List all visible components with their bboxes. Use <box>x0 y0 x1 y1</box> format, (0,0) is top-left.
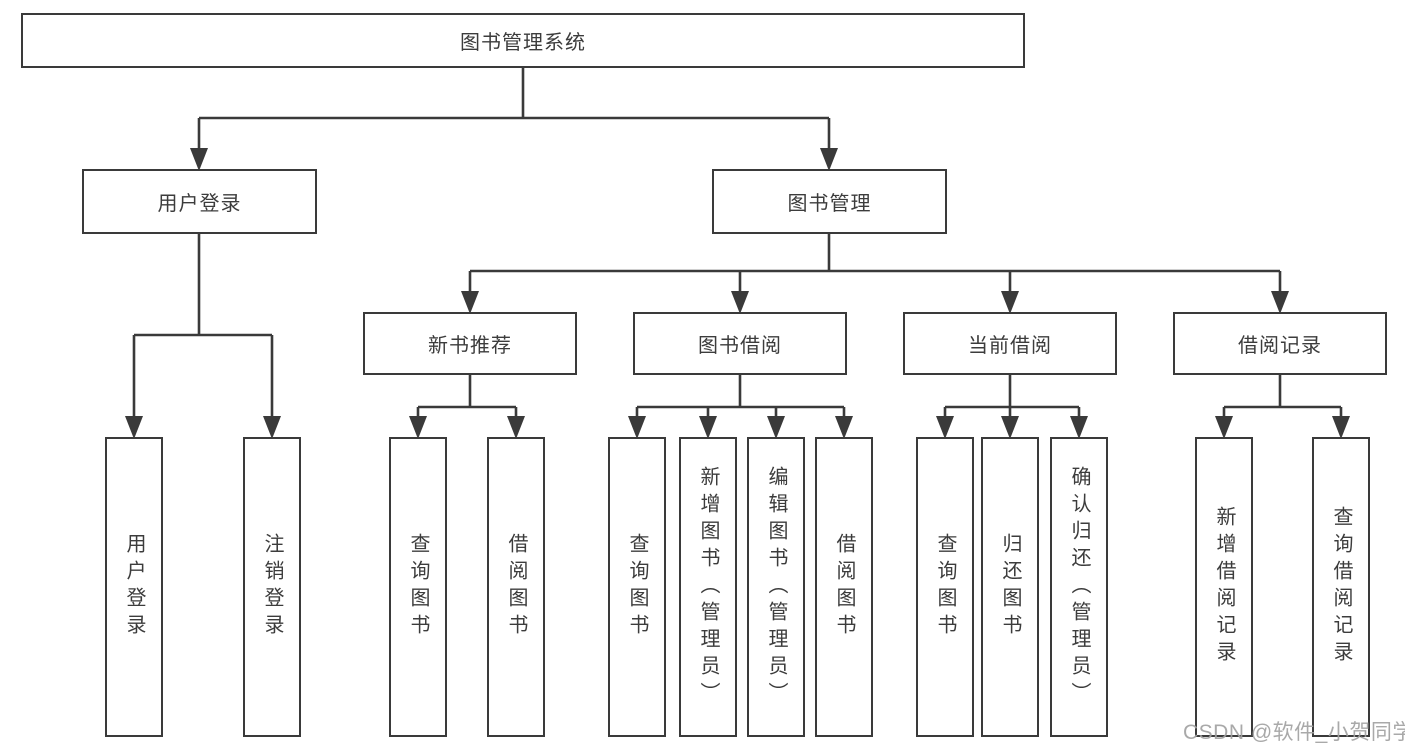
node-leaf-logout: 注销登录 <box>243 437 301 737</box>
edge-line <box>416 375 518 417</box>
edge-root-to-level2 <box>190 68 838 171</box>
edge-book-management-to-level3 <box>461 234 1289 314</box>
edge-borrow-records-to-children <box>1215 375 1350 439</box>
node-user-login: 用户登录 <box>82 169 317 234</box>
edge-book-borrow-to-children <box>628 375 853 439</box>
node-label: 借阅图书 <box>505 533 527 641</box>
edge-line <box>943 375 1081 417</box>
edge-current-borrow-to-children <box>936 375 1088 439</box>
node-borrow-query-books: 查询图书 <box>608 437 666 737</box>
node-new-book-recommend: 新书推荐 <box>363 312 577 375</box>
node-label: 查询图书 <box>626 533 648 641</box>
arrowhead-icon <box>767 416 785 439</box>
arrowhead-icon <box>263 416 281 439</box>
node-recommend-query-books: 查询图书 <box>389 437 447 737</box>
arrowhead-icon <box>1001 416 1019 439</box>
arrowhead-icon <box>1215 416 1233 439</box>
node-records-add-record: 新增借阅记录 <box>1195 437 1253 737</box>
arrowhead-icon <box>1332 416 1350 439</box>
node-label: 注销登录 <box>261 533 283 641</box>
arrowhead-icon <box>507 416 525 439</box>
arrowhead-icon <box>1070 416 1088 439</box>
node-label: 查询借阅记录 <box>1330 506 1352 668</box>
node-current-return-books: 归还图书 <box>981 437 1039 737</box>
node-leaf-user-login: 用户登录 <box>105 437 163 737</box>
arrowhead-icon <box>835 416 853 439</box>
edge-line <box>197 68 831 150</box>
node-borrow-add-books-admin: 新增图书（管理员） <box>679 437 737 737</box>
node-recommend-borrow-books: 借阅图书 <box>487 437 545 737</box>
node-label: 借阅图书 <box>833 533 855 641</box>
node-label: 查询图书 <box>407 533 429 641</box>
node-borrow-records: 借阅记录 <box>1173 312 1387 375</box>
arrowhead-icon <box>190 148 208 171</box>
csdn-watermark: CSDN @软件_小贺同学 <box>1183 721 1405 744</box>
node-label: 新增图书（管理员） <box>697 465 719 709</box>
arrowhead-icon <box>936 416 954 439</box>
node-current-borrow: 当前借阅 <box>903 312 1117 375</box>
node-borrow-borrow-books: 借阅图书 <box>815 437 873 737</box>
arrowhead-icon <box>461 291 479 314</box>
arrowhead-icon <box>409 416 427 439</box>
node-label: 确认归还（管理员） <box>1068 465 1090 709</box>
edge-line <box>132 234 274 417</box>
node-current-confirm-return-admin: 确认归还（管理员） <box>1050 437 1108 737</box>
node-label: 用户登录 <box>123 533 145 641</box>
arrowhead-icon <box>731 291 749 314</box>
node-records-query-record: 查询借阅记录 <box>1312 437 1370 737</box>
arrowhead-icon <box>820 148 838 171</box>
node-borrow-edit-books-admin: 编辑图书（管理员） <box>747 437 805 737</box>
node-label: 归还图书 <box>999 533 1021 641</box>
edge-line <box>468 234 1282 292</box>
arrowhead-icon <box>699 416 717 439</box>
arrowhead-icon <box>628 416 646 439</box>
node-current-query-books: 查询图书 <box>916 437 974 737</box>
node-book-borrow: 图书借阅 <box>633 312 847 375</box>
node-label: 查询图书 <box>934 533 956 641</box>
edge-user-login-to-children <box>125 234 281 439</box>
node-book-management: 图书管理 <box>712 169 947 234</box>
arrowhead-icon <box>125 416 143 439</box>
node-label: 新增借阅记录 <box>1213 506 1235 668</box>
edge-line <box>1222 375 1343 417</box>
node-label: 编辑图书（管理员） <box>765 465 787 709</box>
arrowhead-icon <box>1271 291 1289 314</box>
arrowhead-icon <box>1001 291 1019 314</box>
node-library-management-system: 图书管理系统 <box>21 13 1025 68</box>
edge-new-book-recommend-to-children <box>409 375 525 439</box>
edge-line <box>635 375 846 417</box>
